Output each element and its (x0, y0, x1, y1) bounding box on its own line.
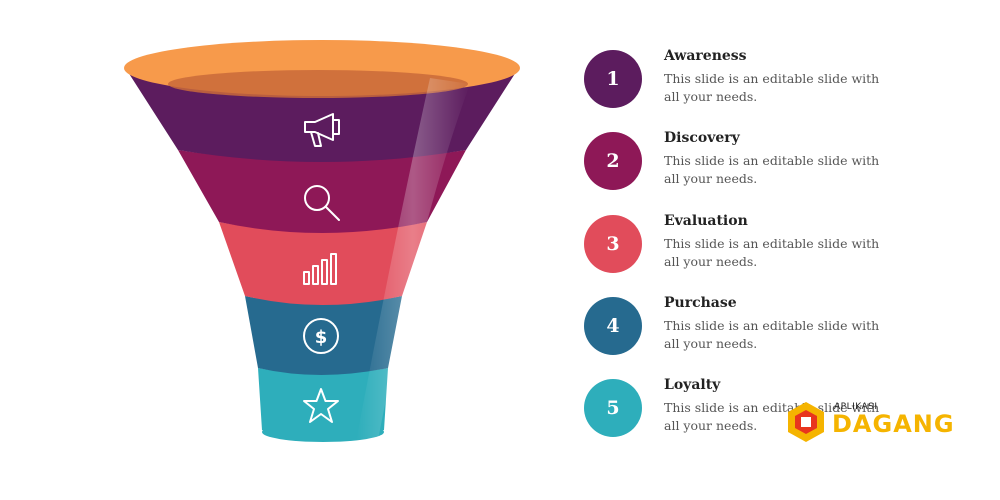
step-description: This slide is an editable slide with all… (664, 153, 880, 186)
step-evaluation: 3 Evaluation This slide is an editable s… (584, 213, 964, 285)
step-number-badge: 2 (584, 132, 642, 190)
step-number-badge: 3 (584, 215, 642, 273)
bar-chart-icon (303, 253, 337, 285)
funnel-graphic: $ (124, 40, 520, 442)
megaphone-icon (304, 113, 340, 147)
step-description: This slide is an editable slide with all… (664, 236, 880, 269)
step-number-badge: 1 (584, 50, 642, 108)
funnel-band-purchase (245, 296, 402, 375)
watermark-small-text: APLIKASI (834, 402, 878, 412)
step-title: Awareness (664, 48, 747, 64)
step-purchase: 4 Purchase This slide is an editable sli… (584, 295, 964, 367)
step-discovery: 2 Discovery This slide is an editable sl… (584, 130, 964, 202)
step-description: This slide is an editable slide with all… (664, 318, 880, 351)
step-number-badge: 4 (584, 297, 642, 355)
step-description: This slide is an editable slide with all… (664, 71, 880, 104)
funnel-bottom (262, 422, 384, 442)
step-description: This slide is an editable slide with all… (664, 400, 880, 433)
logo-mark-icon (788, 402, 824, 442)
step-loyalty: 5 Loyalty This slide is an editable slid… (584, 377, 964, 449)
step-number-badge: 5 (584, 379, 642, 437)
step-title: Purchase (664, 295, 737, 311)
step-title: Discovery (664, 130, 740, 146)
funnel-band-loyalty (258, 368, 388, 439)
search-icon (304, 185, 340, 221)
step-awareness: 1 Awareness This slide is an editable sl… (584, 48, 964, 120)
funnel-band-discovery (178, 150, 466, 233)
funnel-opening (168, 70, 468, 98)
funnel-highlight (356, 78, 470, 442)
dollar-icon: $ (303, 318, 339, 354)
watermark-logo: APLIKASI DAGANG (784, 400, 954, 444)
svg-text:$: $ (315, 327, 328, 348)
step-title: Loyalty (664, 377, 721, 393)
star-icon (303, 388, 339, 423)
step-title: Evaluation (664, 213, 748, 229)
watermark-brand-text: DAGANG (832, 410, 955, 438)
